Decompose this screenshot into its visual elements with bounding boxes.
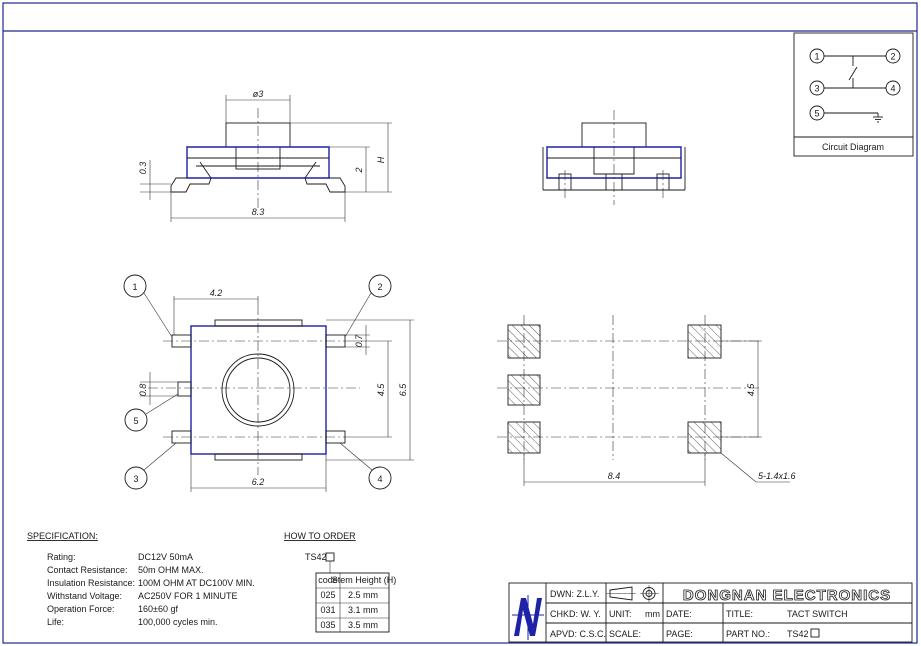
tb-dwn: DWN: Z.L.Y. [550, 589, 599, 599]
spec-value-withstand: AC250V FOR 1 MINUTE [138, 591, 238, 601]
order-block: HOW TO ORDER TS42 code Stem Height (H) 0… [284, 531, 397, 633]
pcb-footprint: 4.5 8.4 5-1.4x1.6 [497, 315, 796, 486]
callout-3 [124, 466, 148, 490]
actuator-inner [225, 357, 291, 423]
tb-scale-label: SCALE: [609, 629, 641, 639]
front-view: ø3 H 2 0.3 8.3 [138, 89, 392, 222]
dim-gnd-pin-width: 0.8 [138, 384, 148, 397]
circuit-pin-2-label: 2 [890, 52, 895, 62]
order-header-height: Stem Height (H) [332, 575, 397, 585]
tb-chkd: CHKD: W. Y. [550, 609, 601, 619]
dim-pad-note: 5-1.4x1.6 [758, 471, 796, 481]
tb-page-label: PAGE: [666, 629, 693, 639]
dim-pin-pitch: 4.5 [376, 383, 386, 397]
spec-value-insulation: 100M OHM AT DC100V MIN. [138, 578, 255, 588]
order-height-1: 2.5 mm [348, 590, 378, 600]
order-code-3: 035 [320, 620, 335, 630]
order-code-2: 031 [320, 605, 335, 615]
spec-label-contact: Contact Resistance: [47, 565, 128, 575]
dim-body-width: 6.2 [252, 477, 265, 487]
circuit-caption: Circuit Diagram [822, 142, 884, 152]
spec-value-life: 100,000 cycles min. [138, 617, 218, 627]
dim-overall-length: 8.3 [252, 207, 265, 217]
spec-label-force: Operation Force: [47, 604, 115, 614]
callout-2-label: 2 [377, 282, 382, 292]
spec-value-rating: DC12V 50mA [138, 552, 193, 562]
title-block: DWN: Z.L.Y. CHKD: W. Y. APVD: C.S.C. DON… [508, 582, 913, 643]
dim-pad-pitch: 4.5 [746, 383, 756, 397]
dim-pad-span: 8.4 [608, 471, 621, 481]
order-height-3: 3.5 mm [348, 620, 378, 630]
order-header-code: code [318, 575, 338, 585]
callout-5 [124, 408, 148, 432]
side-view [542, 110, 686, 205]
tb-part-value: TS42 [787, 629, 809, 639]
order-part: TS42 [305, 552, 327, 562]
spec-label-withstand: Withstand Voltage: [47, 591, 122, 601]
dim-lead-thickness: 0.3 [138, 162, 148, 175]
actuator-outer [221, 353, 295, 427]
tb-part-label: PART NO.: [726, 629, 770, 639]
pad-4 [687, 421, 722, 454]
pad-2 [687, 324, 722, 359]
order-code-1: 025 [320, 590, 335, 600]
callout-2 [368, 274, 392, 298]
order-heading: HOW TO ORDER [284, 531, 356, 541]
callout-5-label: 5 [133, 416, 138, 426]
dim-pin-spacing: 4.2 [210, 288, 223, 298]
dim-height: H [376, 156, 386, 163]
dim-body-height: 2 [354, 167, 364, 173]
tb-title-label: TITLE: [726, 609, 753, 619]
callout-4 [368, 466, 392, 490]
spec-heading: SPECIFICATION: [27, 531, 98, 541]
pad-3 [507, 421, 541, 454]
callout-1-label: 1 [132, 282, 137, 292]
circuit-diagram: Circuit Diagram 1 2 3 4 5 [793, 32, 914, 157]
dim-overall-width: 6.5 [398, 383, 408, 397]
spec-label-insulation: Insulation Resistance: [47, 578, 135, 588]
specification-block: SPECIFICATION: Rating: DC12V 50mA Contac… [27, 531, 255, 627]
company-logo [512, 595, 544, 640]
switch-body [190, 325, 327, 455]
projection-symbol [606, 585, 659, 602]
pad-5 [507, 374, 541, 406]
spec-label-life: Life: [47, 617, 64, 627]
circuit-pin-4-label: 4 [890, 84, 895, 94]
spec-value-contact: 50m OHM MAX. [138, 565, 204, 575]
tb-apvd: APVD: C.S.C. [550, 629, 606, 639]
tb-part-box [810, 628, 820, 638]
dim-pin-width: 0.7 [354, 334, 364, 348]
tb-unit-label: UNIT: [609, 609, 632, 619]
dim-stem-diameter: ø3 [253, 89, 264, 99]
order-code-box [325, 552, 335, 562]
pad-1 [507, 324, 541, 359]
tb-unit-value: mm [645, 609, 660, 619]
circuit-pin-3-label: 3 [814, 84, 819, 94]
order-table [315, 572, 390, 633]
circuit-pin-1-label: 1 [814, 52, 819, 62]
top-view: 4.2 0.7 4.5 6.5 0.8 6.2 1 2 5 3 4 [123, 274, 414, 492]
order-height-2: 3.1 mm [348, 605, 378, 615]
tb-company: DONGNAN ELECTRONICS [683, 587, 891, 604]
spec-label-rating: Rating: [47, 552, 76, 562]
tb-date-label: DATE: [666, 609, 692, 619]
callout-4-label: 4 [377, 474, 382, 484]
spec-value-force: 160±60 gf [138, 604, 178, 614]
circuit-pin-5-label: 5 [814, 109, 819, 119]
circuit-box [793, 32, 914, 157]
callout-3-label: 3 [133, 474, 138, 484]
callout-1 [123, 274, 147, 298]
tb-title-value: TACT SWITCH [787, 609, 848, 619]
